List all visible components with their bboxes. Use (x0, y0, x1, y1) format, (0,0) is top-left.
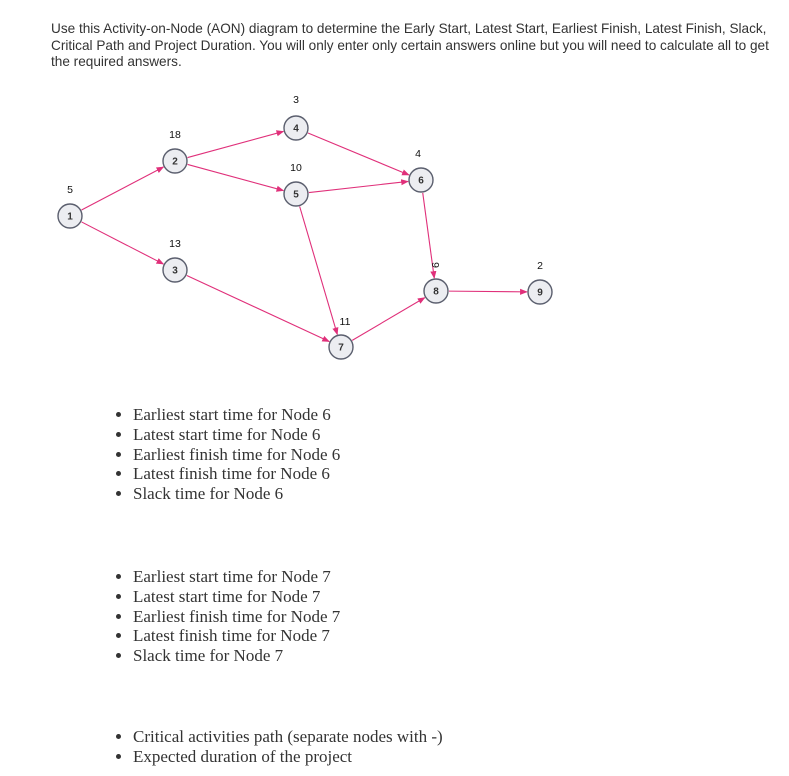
node-id-label: 6 (418, 176, 424, 187)
node-layer: 1 2 3 4 5 6 7 8 9 (57, 115, 553, 360)
node-7: 7 (328, 334, 354, 360)
edge-layer (81, 130, 528, 343)
duration-label: 18 (169, 129, 181, 141)
question-item: Earliest start time for Node 7 (133, 567, 340, 587)
node-id-label: 7 (338, 343, 344, 354)
project-question-list: Critical activities path (separate nodes… (96, 727, 443, 767)
question-item: Latest finish time for Node 6 (133, 464, 340, 484)
node-5: 5 (283, 181, 309, 207)
node-circle (527, 279, 553, 305)
node-1: 1 (57, 203, 83, 229)
duration-label: 10 (290, 162, 302, 174)
edge-6-8 (422, 192, 437, 279)
node-id-label: 5 (293, 190, 299, 201)
node-2: 2 (162, 148, 188, 174)
edge-2-5 (187, 163, 285, 192)
node-3: 3 (162, 257, 188, 283)
node-circle (162, 148, 188, 174)
node-id-label: 3 (172, 266, 178, 277)
question-item: Slack time for Node 6 (133, 484, 340, 504)
node-id-label: 9 (537, 288, 543, 299)
edge-3-7 (186, 274, 330, 343)
duration-label: 11 (340, 316, 351, 328)
question-item: Earliest finish time for Node 7 (133, 607, 340, 627)
question-item: Critical activities path (separate nodes… (133, 727, 443, 747)
node-6: 6 (408, 167, 434, 193)
question-item: Latest start time for Node 7 (133, 587, 340, 607)
duration-label: 13 (169, 238, 181, 250)
aon-diagram: 1 2 3 4 5 6 7 8 9 5 18 13 3 10 4 11 9 2 (57, 94, 553, 360)
duration-label: 9 (429, 262, 441, 268)
node-circle (283, 181, 309, 207)
edge-5-7 (299, 206, 339, 336)
edge-2-4 (187, 130, 285, 159)
edge-5-6 (308, 179, 409, 194)
node-id-label: 4 (293, 124, 299, 135)
question-item: Latest start time for Node 6 (133, 425, 340, 445)
node-circle (162, 257, 188, 283)
edge-7-8 (351, 297, 426, 341)
node-9: 9 (527, 279, 553, 305)
node-id-label: 1 (67, 212, 73, 223)
duration-label: 5 (67, 184, 73, 196)
node6-question-list: Earliest start time for Node 6 Latest st… (96, 405, 340, 504)
edge-1-3 (81, 221, 165, 265)
node-circle (57, 203, 83, 229)
node-circle (283, 115, 309, 141)
question-item: Latest finish time for Node 7 (133, 626, 340, 646)
node-id-label: 8 (433, 287, 439, 298)
duration-label: 4 (415, 148, 421, 160)
edge-1-2 (81, 166, 165, 211)
node-circle (408, 167, 434, 193)
node-circle (423, 278, 449, 304)
node7-question-list: Earliest start time for Node 7 Latest st… (96, 567, 340, 666)
question-item: Earliest start time for Node 6 (133, 405, 340, 425)
node-id-label: 2 (172, 157, 178, 168)
node-4: 4 (283, 115, 309, 141)
edge-4-6 (307, 132, 410, 176)
node-circle (328, 334, 354, 360)
question-item: Earliest finish time for Node 6 (133, 445, 340, 465)
node-8: 8 (423, 278, 449, 304)
edge-8-9 (448, 288, 528, 295)
instructions-text: Use this Activity-on-Node (AON) diagram … (51, 21, 769, 69)
duration-label: 3 (293, 94, 299, 106)
duration-label: 2 (537, 260, 543, 272)
question-item: Expected duration of the project (133, 747, 443, 767)
question-item: Slack time for Node 7 (133, 646, 340, 666)
